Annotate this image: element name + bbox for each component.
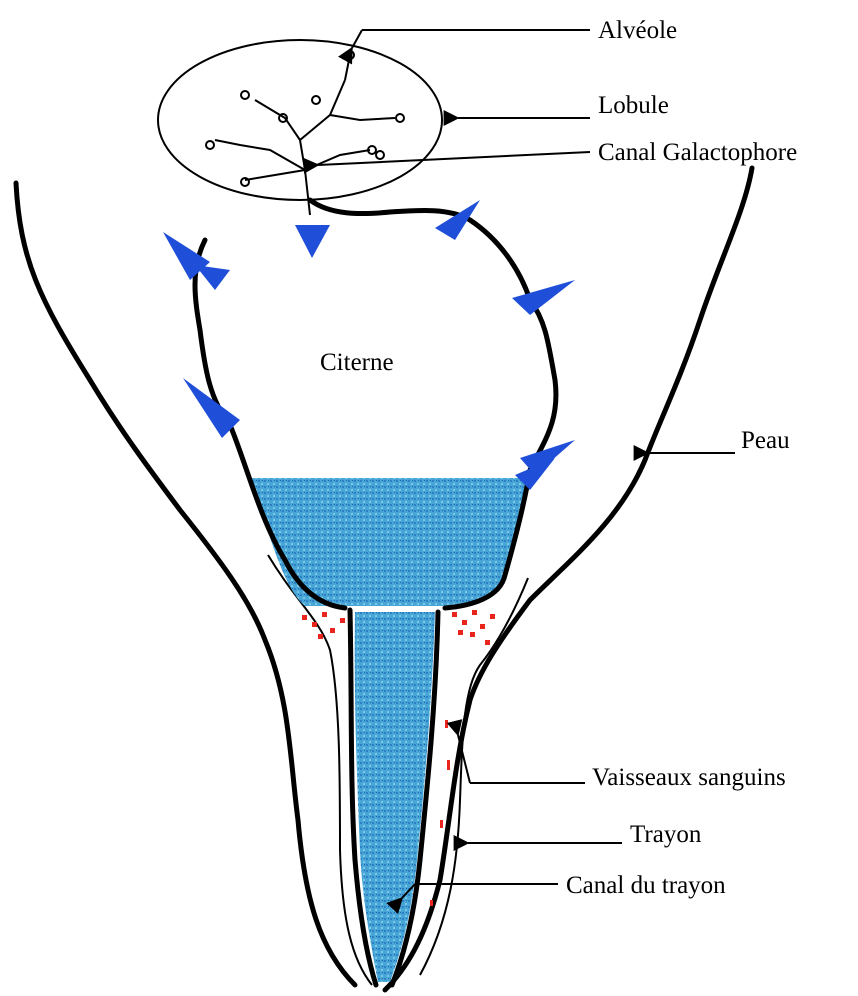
arrow-down-icon <box>195 265 230 290</box>
arrow-down-icon <box>512 280 575 315</box>
label-lobule: Lobule <box>598 92 669 119</box>
label-peau: Peau <box>741 427 790 454</box>
label-canal-galactophore: Canal Galactophore <box>598 139 797 166</box>
label-canal-du-trayon: Canal du trayon <box>566 872 726 899</box>
lobule <box>158 40 442 200</box>
milk-flow-arrows <box>163 200 575 490</box>
label-vaisseaux-sanguins: Vaisseaux sanguins <box>592 764 786 791</box>
arrow-down-icon <box>295 225 330 258</box>
leader-alveole-tip <box>352 30 362 48</box>
milk-cistern <box>252 478 530 606</box>
label-alveole: Alvéole <box>598 17 677 44</box>
leader-canal-galactophore <box>318 152 590 165</box>
label-trayon: Trayon <box>630 821 702 848</box>
label-citerne: Citerne <box>320 349 394 376</box>
